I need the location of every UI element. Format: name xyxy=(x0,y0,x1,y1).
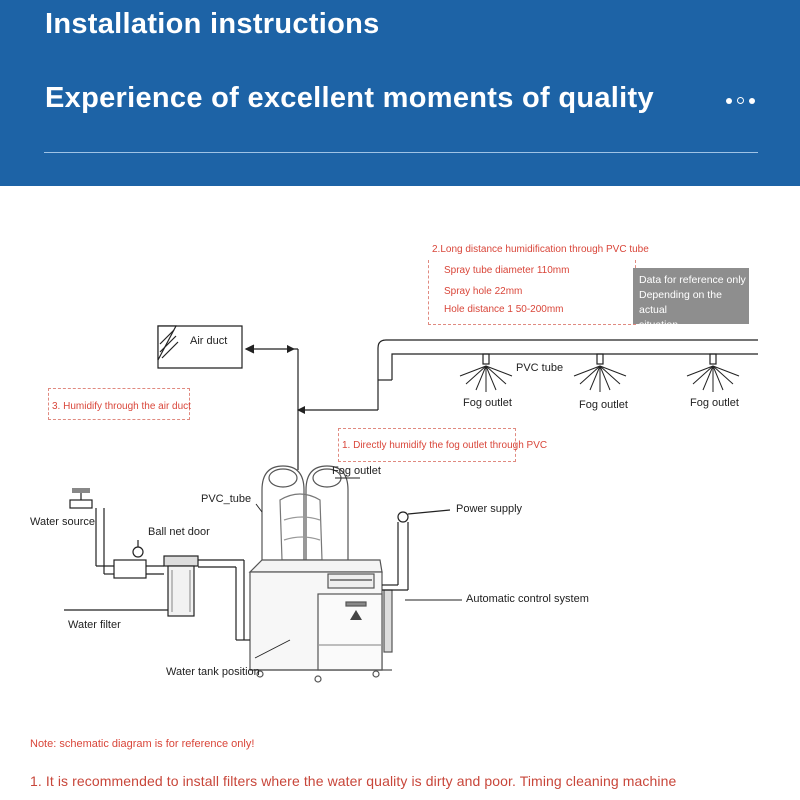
water-source-label: Water source xyxy=(30,516,96,528)
reference-note-box: Data for reference only Depending on the… xyxy=(633,268,749,331)
reference-note-line: situation xyxy=(639,319,679,331)
water-filter-label: Water filter xyxy=(68,619,121,631)
fog-spray-icon xyxy=(459,365,740,392)
air-duct-drawing xyxy=(157,325,243,369)
reference-note-line: Depending on the actual xyxy=(639,289,722,316)
spray-hole-size: Spray hole 22mm xyxy=(444,286,523,297)
machine-fog-outlet-label: Fog outlet xyxy=(332,465,381,477)
option3-box xyxy=(48,388,190,420)
power-supply-label: Power supply xyxy=(456,503,523,515)
spray-tube-diameter: Spray tube diameter 110mm xyxy=(444,265,570,276)
fog-outlet-label-1: Fog outlet xyxy=(463,397,512,409)
power-cable xyxy=(382,509,451,591)
header-banner: Installation instructions Experience of … xyxy=(0,0,800,186)
water-tank-label: Water tank position xyxy=(166,666,260,678)
schematic-note: Note: schematic diagram is for reference… xyxy=(30,738,255,750)
automatic-control-label: Automatic control system xyxy=(466,593,589,605)
hole-distance: Hole distance 1 50-200mm xyxy=(444,304,564,315)
option1-box xyxy=(338,428,516,462)
duct-pipe xyxy=(244,344,379,470)
footer-text: 1. It is recommended to install filters … xyxy=(30,773,677,789)
water-pipe xyxy=(64,488,250,641)
header-divider xyxy=(44,152,758,153)
leader-lines xyxy=(254,477,462,659)
air-duct-label: Air duct xyxy=(190,335,228,347)
reference-note-line: Data for reference only xyxy=(639,274,746,286)
page-title: Installation instructions xyxy=(45,8,380,40)
machine-pvc-tube-label: PVC_tube xyxy=(201,493,252,505)
humidifier-machine xyxy=(248,465,393,683)
dots-decoration-icon xyxy=(726,97,755,104)
option2-title: 2.Long distance humidification through P… xyxy=(432,244,649,255)
pvc-spray-tube xyxy=(377,339,758,381)
option1-label: 1. Directly humidify the fog outlet thro… xyxy=(342,440,548,451)
page-subtitle: Experience of excellent moments of quali… xyxy=(45,82,654,114)
option3-label: 3. Humidify through the air duct xyxy=(52,401,191,412)
fog-outlet-label-3: Fog outlet xyxy=(690,397,739,409)
ball-net-door-label: Ball net door xyxy=(148,526,210,538)
pvc-tube-label: PVC tube xyxy=(516,362,564,374)
fog-outlet-label-2: Fog outlet xyxy=(579,399,628,411)
